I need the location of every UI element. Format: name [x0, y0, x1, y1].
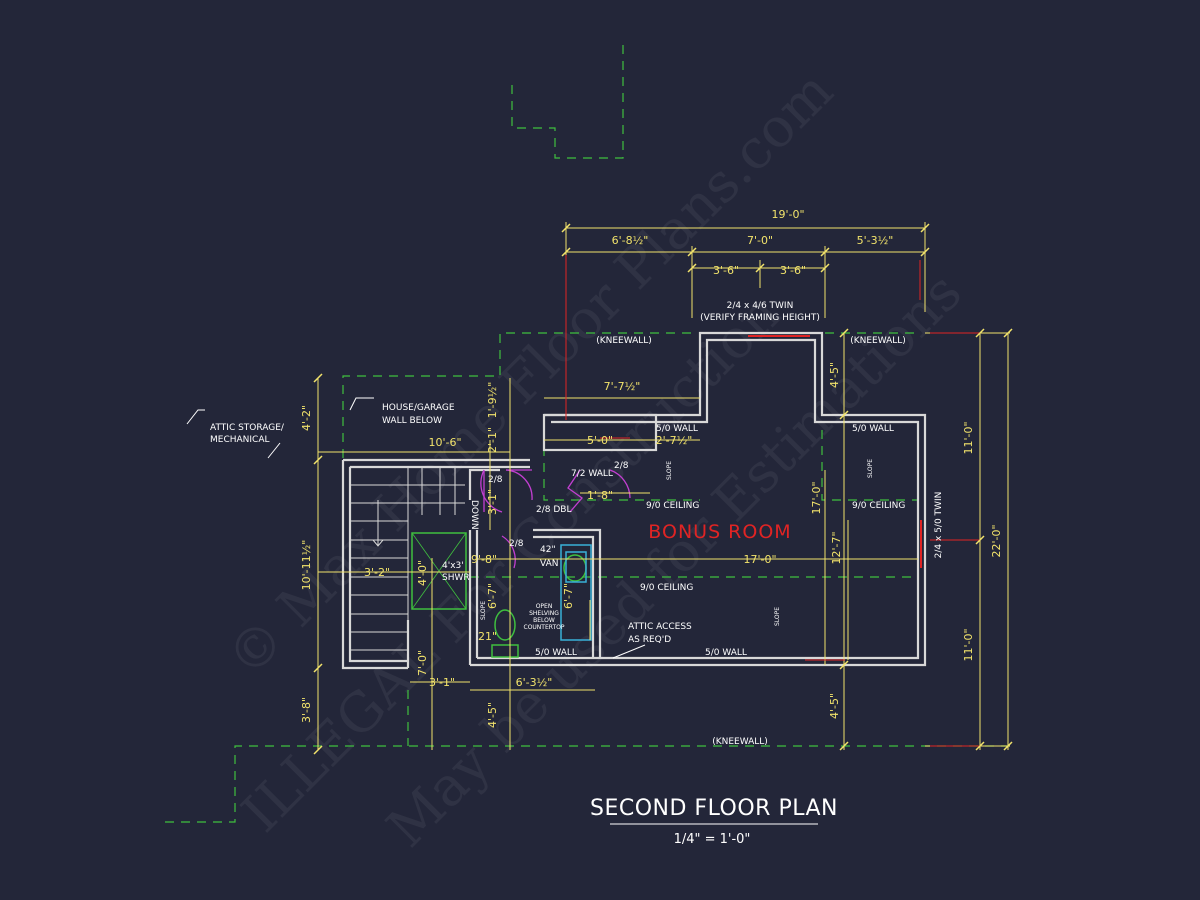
attic-access-label: ATTIC ACCESS [628, 622, 692, 632]
dim-21: 21" [478, 630, 497, 643]
dim-17-0v: 17'-0" [810, 481, 823, 514]
mechanical-label: MECHANICAL [210, 435, 270, 445]
dim-4-5c: 4'-5" [828, 693, 841, 719]
annotations: (KNEEWALL) (KNEEWALL) (KNEEWALL) ATTIC S… [210, 301, 944, 747]
dim-3-1: 3'-1" [429, 676, 455, 689]
door-label-1: 2/8 [488, 475, 503, 485]
plan-title: SECOND FLOOR PLAN [590, 796, 838, 821]
down-label: DOWN [469, 500, 479, 530]
wall-50-label-4: 5/0 WALL [705, 648, 747, 658]
dim-6-7: 6'-7" [486, 583, 499, 609]
slope-label-2: SLOPE [867, 459, 874, 478]
dim-12-7: 12'-7" [830, 531, 843, 564]
kneewall-label-bottom: (KNEEWALL) [712, 737, 768, 747]
stairs [349, 466, 465, 662]
dim-seg-a: 6'-8½" [612, 234, 649, 247]
dim-17-0: 17'-0" [743, 553, 776, 566]
dim-2-7h: 2'-7½" [656, 434, 693, 447]
bonus-room-label: BONUS ROOM [648, 521, 791, 543]
dim-1-9h: 1'-9½" [486, 382, 499, 419]
dim-4-0: 4'-0" [416, 560, 429, 586]
slope-label-4: SLOPE [480, 601, 487, 620]
dim-seg-b: 7'-0" [747, 234, 773, 247]
dim-win-a: 3'-6" [713, 264, 739, 277]
watermark-line-1: © Max Home Floor Plans.com [215, 59, 845, 689]
wall-72-label: 7/2 WALL [571, 469, 613, 479]
slope-label-1: SLOPE [666, 461, 673, 480]
dim-9-8: 9'-8" [471, 553, 497, 566]
dim-6-7b: 6'-7" [562, 583, 575, 609]
vanity-size-label: 42" [540, 545, 556, 555]
wall-below-label: WALL BELOW [382, 416, 442, 426]
dim-10-6: 10'-6" [428, 436, 461, 449]
title-block: SECOND FLOOR PLAN 1/4" = 1'-0" [590, 796, 838, 847]
attic-storage-label: ATTIC STORAGE/ [210, 423, 285, 433]
tick-marks [313, 223, 1013, 755]
door-dbl-label: 2/8 DBL [536, 505, 571, 515]
dim-4-5a: 4'-5" [486, 702, 499, 728]
wall-50-label-1: 5/0 WALL [656, 424, 698, 434]
window-top-note: (VERIFY FRAMING HEIGHT) [700, 313, 820, 323]
shelving-label-3: BELOW [533, 617, 555, 624]
dim-overall: 19'-0" [771, 208, 804, 221]
dim-11-0b: 11'-0" [962, 628, 975, 661]
vanity-label: VAN [540, 559, 558, 569]
house-garage-label: HOUSE/GARAGE [382, 403, 455, 413]
window-markers [748, 335, 922, 568]
dim-4-2: 4'-2" [300, 405, 313, 431]
leaders [186, 397, 646, 659]
ceiling-label-2: 9/0 CEILING [852, 501, 905, 511]
ceiling-label-3: 9/0 CEILING [640, 583, 693, 593]
door-label-2: 2/8 [614, 461, 629, 471]
dim-4-5b: 4'-5" [828, 362, 841, 388]
wall-50-label-3: 5/0 WALL [535, 648, 577, 658]
plan-scale: 1/4" = 1'-0" [674, 832, 751, 847]
dim-22-0: 22'-0" [990, 524, 1003, 557]
dim-7-7h: 7'-7½" [604, 380, 641, 393]
shelving-label-4: COUNTERTOP [524, 624, 565, 631]
dim-seg-c: 5'-3½" [857, 234, 894, 247]
kneewall-label-top-left: (KNEEWALL) [596, 336, 652, 346]
dim-11-0a: 11'-0" [962, 421, 975, 454]
wall-50-label-2: 5/0 WALL [852, 424, 894, 434]
dim-1-8: 1'-8" [587, 489, 613, 502]
dimension-labels: 19'-0" 6'-8½" 7'-0" 5'-3½" 3'-6" 3'-6" 7… [300, 208, 1003, 728]
dim-10-11h: 10'-11½" [300, 540, 313, 591]
ceiling-label-1: 9/0 CEILING [646, 501, 699, 511]
shelving-label-1: OPEN [536, 603, 553, 610]
dim-win-b: 3'-6" [780, 264, 806, 277]
plumbing-fixtures [491, 544, 592, 658]
watermark-line-3: May be used for Estimations [375, 260, 974, 859]
extension-lines [565, 255, 980, 747]
dim-3-2: 3'-2" [364, 566, 390, 579]
window-right-label: 2/4 x 5/0 TWIN [934, 492, 944, 559]
shower-label: SHWR [442, 573, 470, 583]
attic-access-note: AS REQ'D [628, 635, 671, 645]
slope-label-3: SLOPE [774, 607, 781, 626]
kneewall-label-top-right: (KNEEWALL) [850, 336, 906, 346]
shower-fixture [411, 532, 467, 610]
dim-3-8: 3'-8" [300, 697, 313, 723]
property-lines [165, 45, 1010, 823]
window-top-label: 2/4 x 4/6 TWIN [727, 301, 794, 311]
dim-3-1v: 3'-1" [486, 489, 499, 515]
shower-size-label: 4'x3' [442, 561, 464, 571]
dim-5-0: 5'-0" [587, 434, 613, 447]
dim-2-1: 2'-1" [486, 427, 499, 453]
dimension-lines [317, 222, 1010, 750]
dim-7-0: 7'-0" [416, 650, 429, 676]
watermark: © Max Home Floor Plans.com ILLEGAL For C… [215, 59, 974, 859]
dim-6-3h: 6'-3½" [516, 676, 553, 689]
door-label-3: 2/8 [509, 539, 524, 549]
shelving-label-2: SHELVING [529, 610, 559, 617]
